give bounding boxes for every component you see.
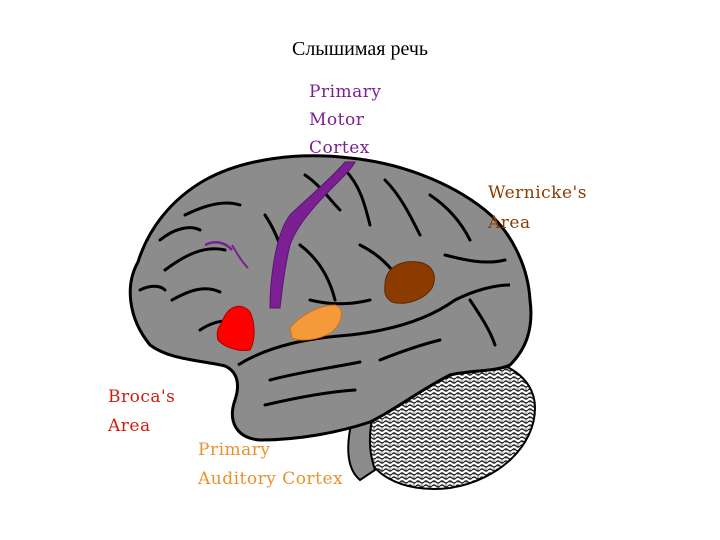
motor-label-line1: Primary (309, 82, 382, 102)
brain-stem (347, 419, 377, 482)
broca-label-line2: Area (107, 416, 151, 436)
wernickes-area-region (384, 261, 435, 304)
primary-motor-cortex-region (269, 161, 356, 309)
motor-label-line3: Cortex (309, 138, 370, 158)
motor-label-line2: Motor (309, 110, 365, 130)
auditory-label-line2: Auditory Cortex (197, 469, 343, 489)
lateral-sulcus (237, 283, 511, 367)
slide-title: Слышимая речь (291, 38, 428, 60)
wernicke-label-line1: Wernicke's (488, 183, 587, 203)
auditory-label-line1: Primary (198, 440, 271, 460)
broca-label-line1: Broca's (108, 387, 175, 407)
primary-auditory-cortex-region (289, 304, 342, 341)
wernicke-label-line2: Area (487, 213, 531, 233)
cerebrum (128, 154, 533, 442)
brocas-area-region (216, 305, 255, 351)
